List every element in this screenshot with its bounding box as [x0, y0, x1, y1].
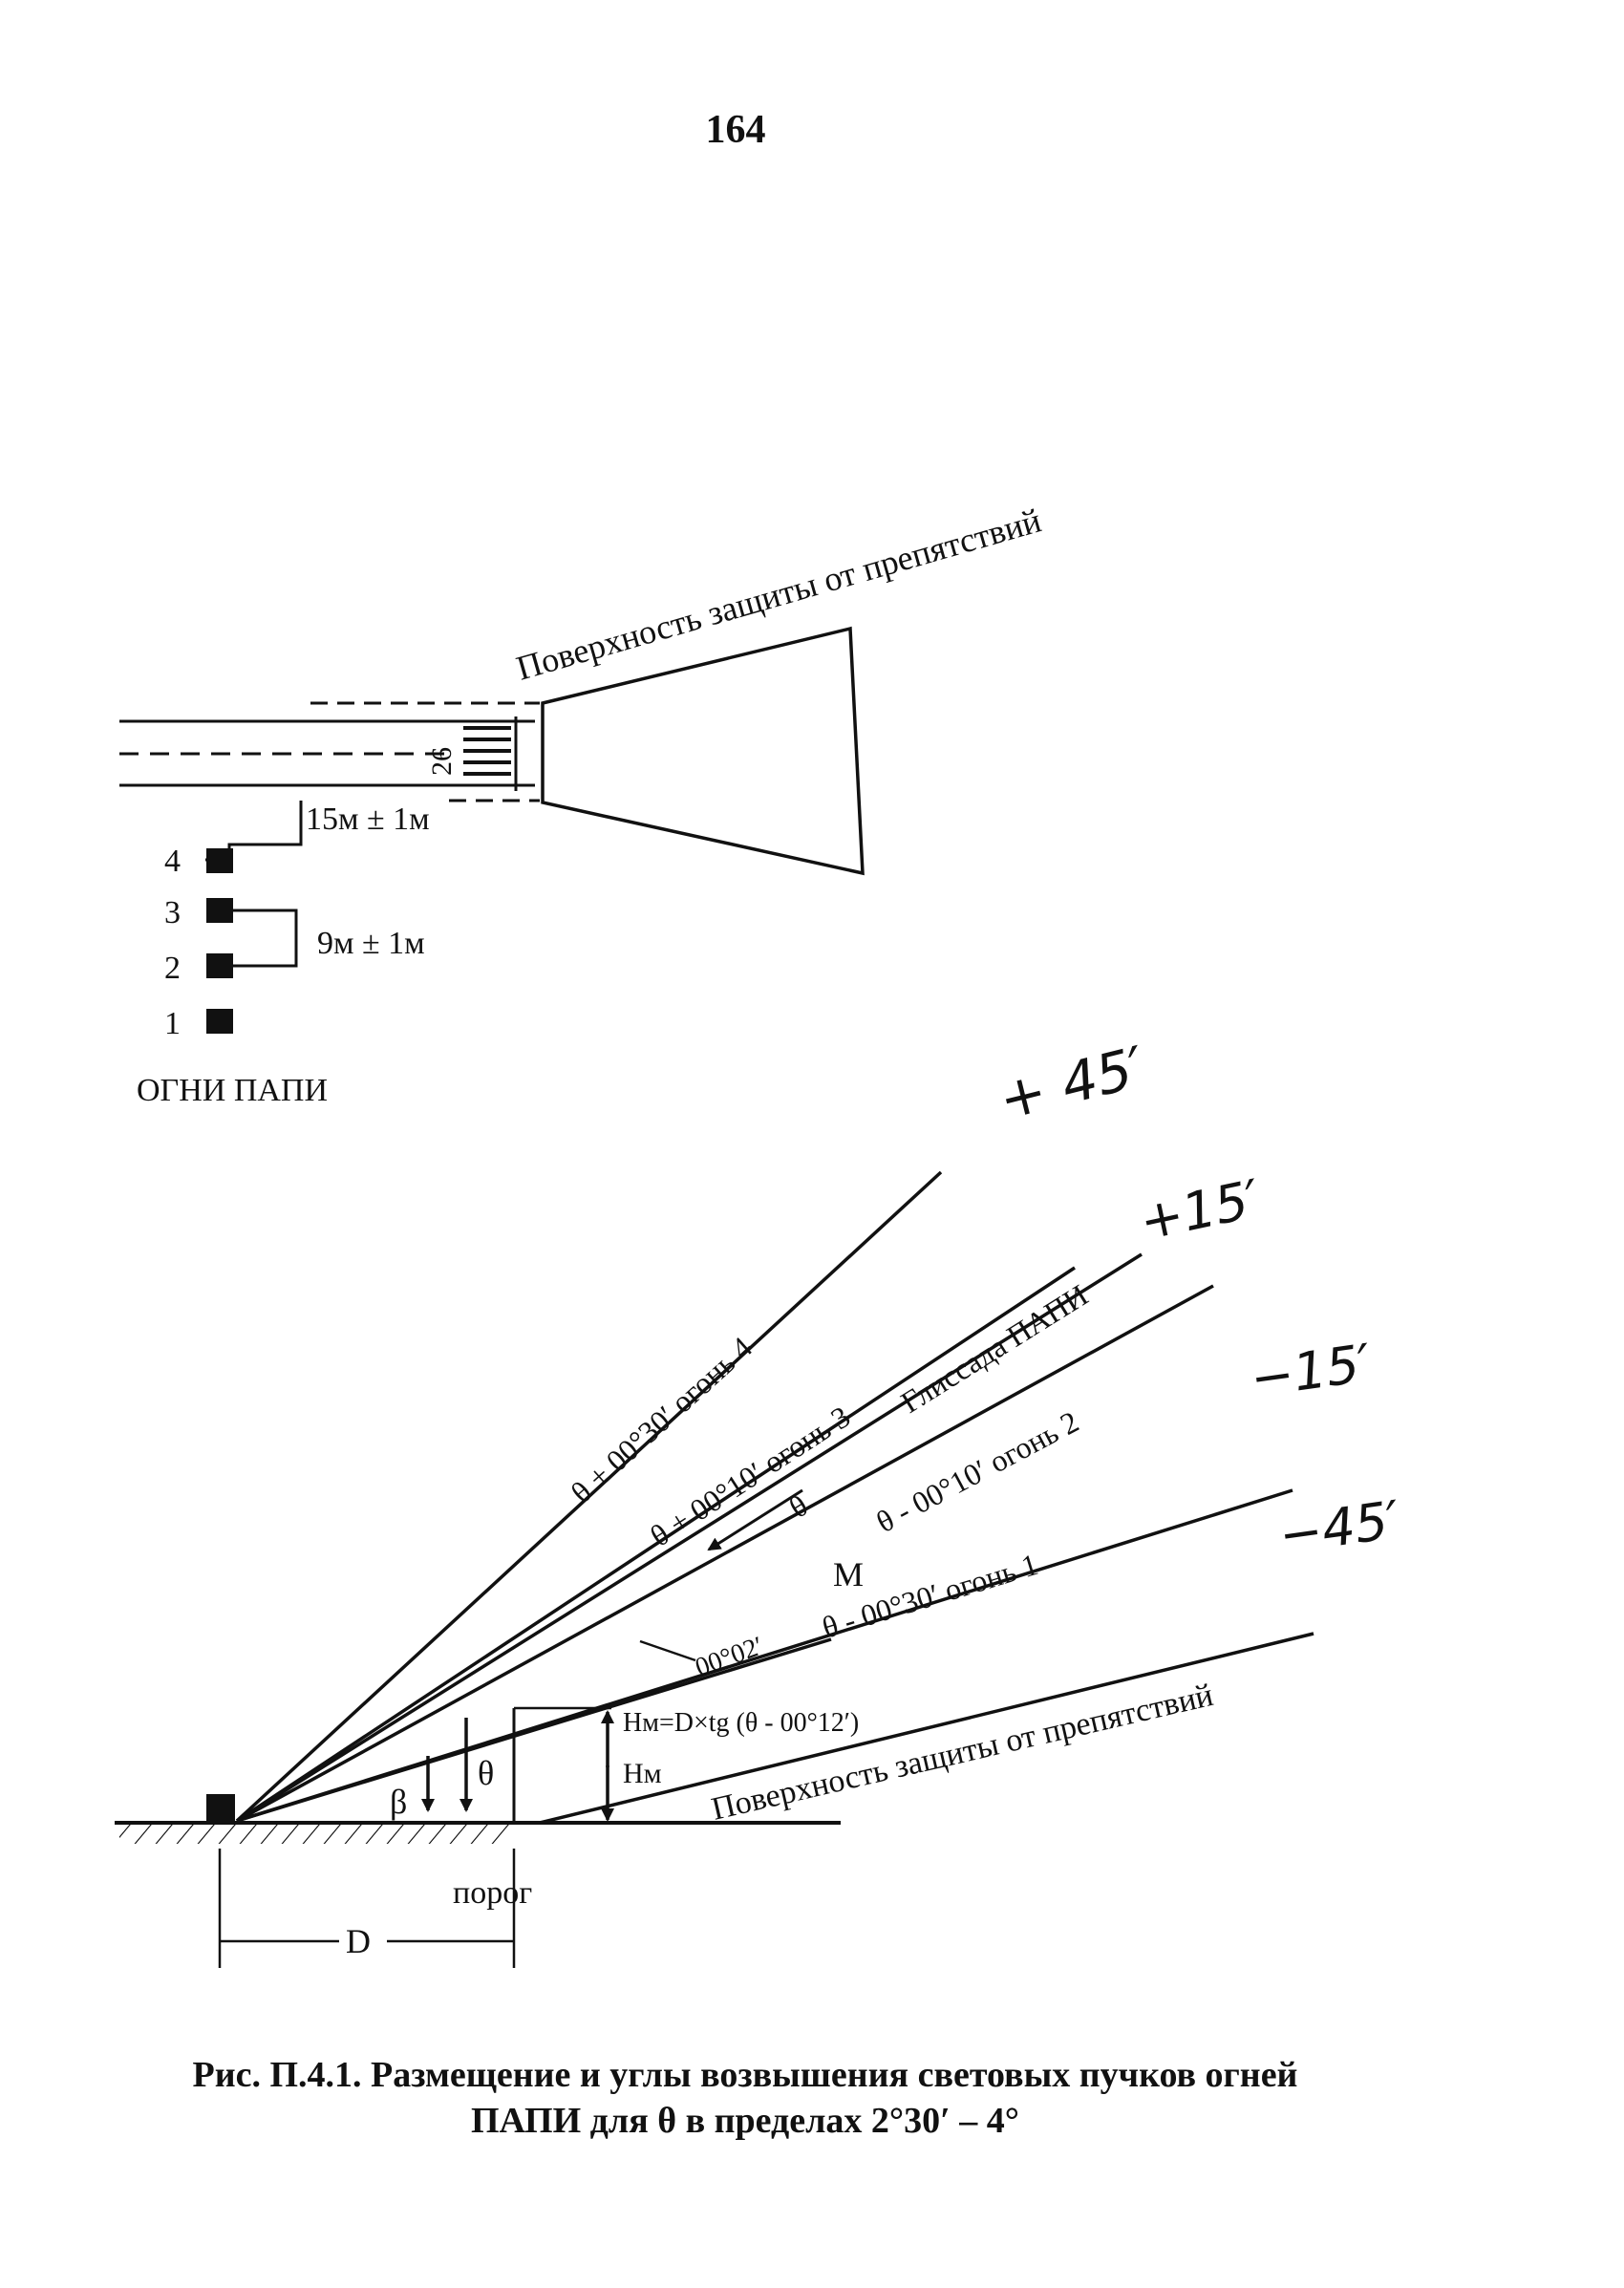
- glide-path-arrow: [707, 1488, 803, 1551]
- spacing-label: 9м ± 1м: [317, 926, 425, 961]
- beam-light-4: [235, 1170, 943, 1823]
- ground-hatching: [119, 1825, 511, 1844]
- hm-formula: Hм=D×tg (θ - 00°12′): [623, 1708, 859, 1738]
- page-number: 164: [705, 108, 766, 152]
- handwritten-minus45: −45′: [1275, 1489, 1403, 1566]
- light-number-3: 3: [164, 895, 181, 930]
- small-angle-pointer: [639, 1639, 696, 1662]
- hm-label: Hм: [623, 1758, 662, 1789]
- beam-glide-path: [236, 1252, 1143, 1823]
- handwritten-plus15: +15′: [1135, 1168, 1266, 1252]
- beam-light-2: [236, 1284, 1214, 1823]
- threshold-label: порог: [453, 1875, 532, 1911]
- light-number-4: 4: [164, 844, 181, 879]
- label-glide-path: Глиссада ПАПИ: [895, 1277, 1094, 1420]
- beta-label: β: [390, 1783, 407, 1821]
- light-number-1: 1: [164, 1006, 181, 1041]
- figure-caption-line1: Рис. П.4.1. Размещение и углы возвышения…: [192, 2055, 1298, 2095]
- papi-light-1: [206, 1009, 233, 1034]
- papi-lights-caption: ОГНИ ПАПИ: [137, 1073, 328, 1108]
- obstacle-surface-label-profile: Поверхность защиты от препятствий: [708, 1678, 1216, 1828]
- obstacle-surface-profile: [539, 1632, 1314, 1825]
- obstacle-surface-plan: [541, 626, 865, 876]
- point-m-label: M: [833, 1555, 864, 1593]
- label-light-2: θ - 00°10′ огонь 2: [870, 1404, 1083, 1540]
- profile-view: θ + 00°30′ огонь 4 θ + 00°10′ огонь 3 Гл…: [115, 1170, 1314, 1968]
- beam-lower: [236, 1637, 832, 1823]
- theta-angle-label: θ: [478, 1754, 494, 1792]
- offset-label: 15м ± 1м: [306, 802, 430, 837]
- papi-light-unit: [206, 1794, 235, 1823]
- light-number-2: 2: [164, 951, 181, 986]
- figure-caption-line2: ПАПИ для θ в пределах 2°30′ – 4°: [470, 2101, 1019, 2141]
- small-angle-label: 00°02′: [692, 1631, 768, 1682]
- papi-light-3: [206, 898, 233, 923]
- papi-light-4: [206, 848, 233, 873]
- runway-marking: 26: [426, 747, 458, 776]
- handwritten-plus45: + 45′: [993, 1034, 1151, 1132]
- obstacle-surface-label-plan: Поверхность защиты от препятствий: [512, 501, 1045, 687]
- papi-light-2: [206, 953, 233, 978]
- plan-view: 26 Поверхность защиты от препятствий 15м…: [119, 501, 1045, 1108]
- spacing-bracket: [233, 909, 298, 968]
- handwritten-minus15: −15′: [1247, 1333, 1375, 1409]
- beam-light-3: [236, 1266, 1076, 1823]
- threshold-stripes: [463, 726, 511, 776]
- distance-label: D: [346, 1922, 371, 1960]
